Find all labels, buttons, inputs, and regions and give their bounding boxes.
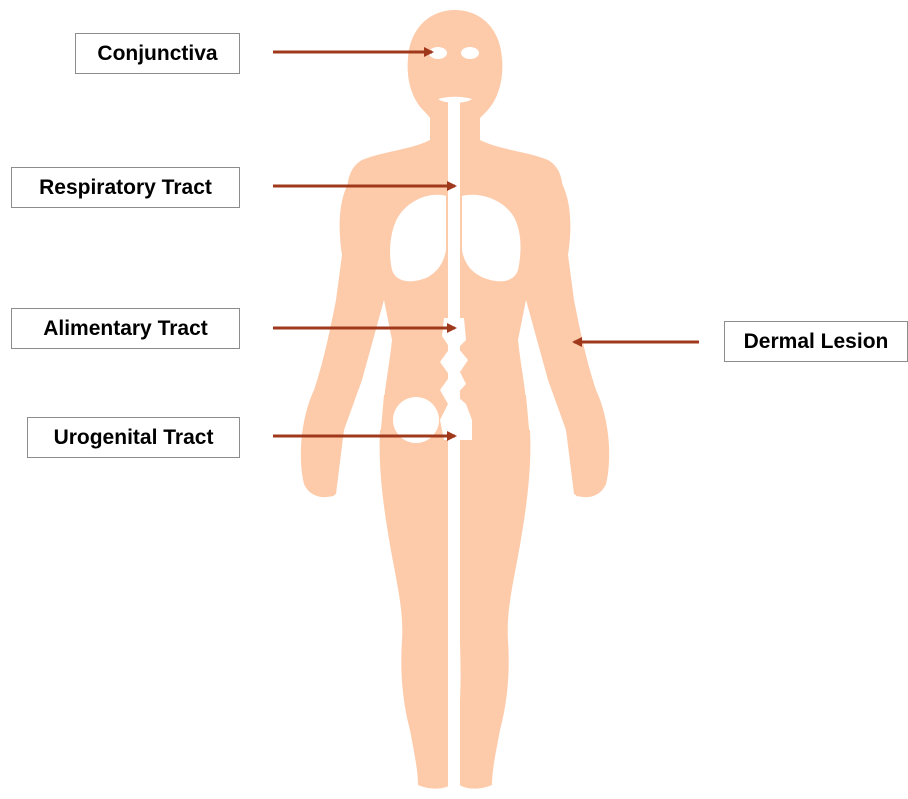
label-alimentary-tract: Alimentary Tract: [11, 308, 240, 349]
label-conjunctiva: Conjunctiva: [75, 33, 240, 74]
label-urogenital-tract: Urogenital Tract: [27, 417, 240, 458]
right-eye: [461, 47, 479, 59]
label-respiratory-tract: Respiratory Tract: [11, 167, 240, 208]
central-tract: [448, 100, 460, 790]
label-dermal-lesion: Dermal Lesion: [724, 321, 908, 362]
